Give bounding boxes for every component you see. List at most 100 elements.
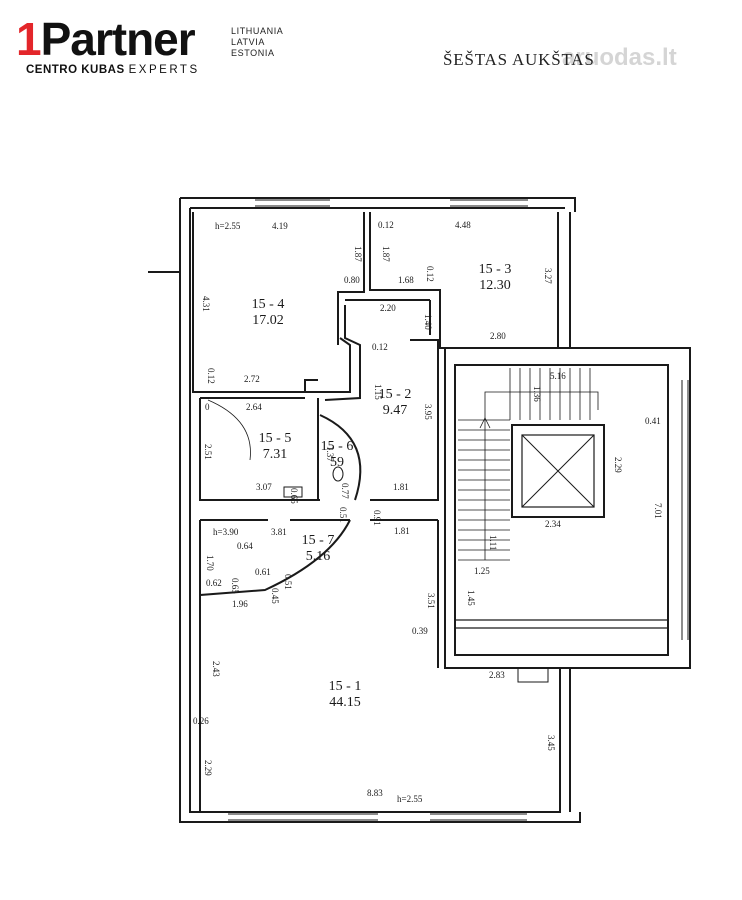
dimension-label: 3.51	[426, 593, 436, 609]
dimension-label: 0.12	[372, 342, 388, 352]
wall-room-4	[192, 212, 365, 393]
watermark: aruodas.lt	[562, 44, 677, 71]
dimension-label: 2.34	[545, 519, 561, 529]
elevator-cross	[521, 434, 595, 508]
room-area-label: 17.02	[252, 313, 284, 328]
dimension-label: 0.39	[412, 626, 428, 636]
dimension-label: 0.80	[344, 275, 360, 285]
floor-title: ŠEŠTAS AUKŠTAS	[443, 50, 595, 69]
fixture-small	[517, 667, 549, 683]
dimension-label: 1.96	[232, 599, 248, 609]
dimension-label: 0.77	[340, 483, 350, 499]
dimension-label: 4.19	[272, 221, 288, 231]
country-estonia: ESTONIA	[231, 48, 275, 58]
room-area-label: 12.30	[479, 278, 511, 293]
dimension-label: 1.45	[466, 590, 476, 606]
dimension-label: 2.20	[380, 303, 396, 313]
dimension-label: h=2.55	[215, 221, 241, 231]
room-id-label: 15 - 4	[252, 297, 285, 312]
logo-wordmark: 1Partner	[16, 13, 196, 65]
dimension-label: 3.95	[423, 404, 433, 420]
dimension-label: 1.81	[394, 526, 410, 536]
dimension-label: 1.81	[393, 482, 409, 492]
room-area-label: 9.47	[383, 403, 408, 418]
dimension-label: 3.45	[546, 735, 556, 751]
dimension-label: 1.36	[532, 386, 542, 402]
wall-outer-inner	[189, 207, 565, 813]
wall-landing	[455, 619, 668, 629]
dimension-label: 2.64	[246, 402, 262, 412]
window-bottom-2	[430, 813, 527, 821]
dimension-label: 1.87	[381, 246, 391, 262]
elevator-car	[521, 434, 595, 508]
dimension-label: 0.51	[283, 574, 293, 590]
dimension-label: 1.15	[373, 384, 383, 400]
dimension-label: 0	[205, 402, 210, 412]
wall-outer	[179, 197, 691, 823]
door-swing-room-5	[207, 399, 251, 461]
dimension-label: 3.07	[256, 482, 272, 492]
dimension-label: 0.65	[230, 578, 240, 594]
dimension-label: 4.48	[455, 220, 471, 230]
dimension-label: 1.68	[398, 275, 414, 285]
dimension-label: 2.29	[203, 760, 213, 776]
dimension-label: 7.01	[653, 503, 663, 519]
logo-sub-light: EXPERTS	[128, 64, 200, 76]
dimension-label: 1.11	[488, 535, 498, 550]
room-labels: 15 - 144.15 15 - 29.47 15 - 312.30 15 - 417…	[252, 262, 512, 710]
wall-room-5	[199, 397, 320, 501]
dimension-label: 0.91	[372, 510, 382, 526]
country-lithuania: LITHUANIA	[231, 26, 284, 36]
dimension-label: 8.83	[367, 788, 383, 798]
room-area-label: 59	[330, 455, 344, 470]
room-id-label: 15 - 7	[302, 533, 335, 548]
room-area-label: 7.31	[263, 447, 288, 462]
room-id-label: 15 - 6	[321, 439, 354, 454]
wall-room-6	[319, 414, 362, 501]
room-id-label: 15 - 2	[379, 387, 412, 402]
logo-countries: LITHUANIA LATVIA ESTONIA	[231, 26, 283, 59]
dimension-label: 3.81	[271, 527, 287, 537]
dimension-label: 1.40	[423, 314, 433, 330]
window-right	[681, 380, 689, 640]
dimension-label: 0.64	[237, 541, 253, 551]
room-id-label: 15 - 1	[329, 679, 362, 694]
elevator-shaft	[511, 424, 605, 518]
dimension-label: 0.12	[425, 266, 435, 282]
dimension-label: 0.12	[206, 368, 216, 384]
wc-fixture	[283, 466, 344, 498]
logo-text: Partner	[40, 13, 196, 65]
dimension-label: 5.16	[550, 371, 566, 381]
dimension-label: 2.80	[490, 331, 506, 341]
dimension-label: 2.51	[203, 444, 213, 460]
room-area-label: 44.15	[329, 695, 361, 710]
dimension-label: 0.62	[206, 578, 222, 588]
dimension-label: 0.65	[289, 488, 299, 504]
dimension-label: h=3.90	[213, 527, 239, 537]
staircase	[458, 368, 599, 561]
dimension-label: 0.51	[338, 507, 348, 523]
room-id-label: 15 - 5	[259, 431, 292, 446]
dimension-label: 0.41	[645, 416, 661, 426]
wall-room-2	[324, 299, 439, 501]
logo-one-mark: 1	[16, 13, 42, 65]
dimension-label: 4.31	[201, 296, 211, 312]
country-latvia: LATVIA	[231, 37, 265, 47]
dimension-label: 2.72	[244, 374, 260, 384]
dimension-label: 3.27	[543, 268, 553, 284]
dimension-label: 1.37	[325, 446, 335, 462]
dimension-labels: h=2.55 4.19 1.87 0.80 0.12 4.48 1.87 1.68 0.12 3.…	[193, 220, 663, 804]
dimension-label: 0.61	[255, 567, 271, 577]
dimension-label: 1.87	[353, 246, 363, 262]
dimension-label: 0.26	[193, 716, 209, 726]
wall-room-3	[369, 212, 559, 349]
room-id-label: 15 - 3	[479, 262, 512, 277]
dimension-label: 1.70	[205, 555, 215, 571]
dimension-label: 2.43	[211, 661, 221, 677]
room-area-label: 5.16	[306, 549, 331, 564]
dimension-label: 0.45	[270, 588, 280, 604]
wall-room-7	[199, 519, 351, 597]
